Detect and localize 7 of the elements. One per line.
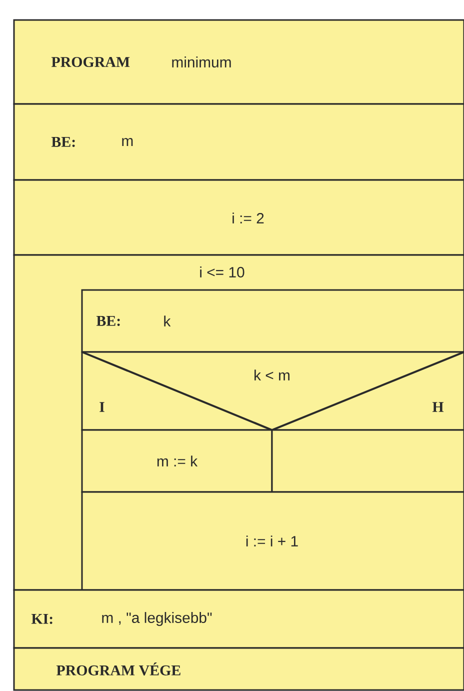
structogram-block: BE: k (81, 289, 464, 353)
structogram-block: i := 2 (13, 179, 464, 256)
structogram-block: KI: m , "a legkisebb" (13, 589, 464, 649)
structogram-block: PROGRAM VÉGE (13, 647, 464, 691)
structogram-block: m := k (81, 429, 273, 493)
structogram-block: PROGRAM minimum (13, 19, 464, 105)
structogram-block: BE: m (13, 103, 464, 181)
